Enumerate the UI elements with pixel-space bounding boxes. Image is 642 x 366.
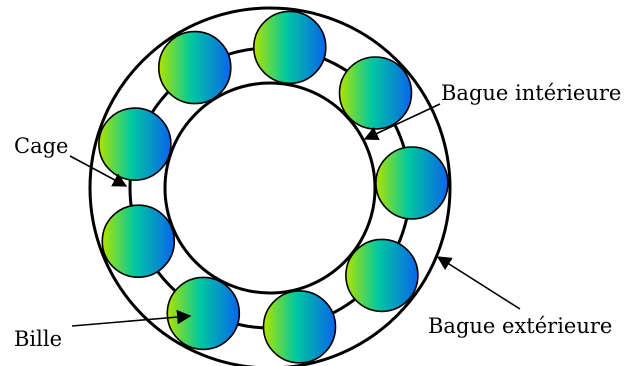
cage-arrow: [69, 155, 128, 187]
balls-group: [98, 10, 449, 364]
inner-ring: [163, 81, 377, 295]
ball: [345, 238, 419, 313]
cage-label: Cage: [14, 134, 68, 158]
inner-ring-label: Bague intérieure: [441, 81, 621, 105]
outer-ring: [88, 6, 452, 366]
ball: [158, 30, 232, 105]
ball: [252, 10, 327, 85]
inner-ring-arrow: [363, 103, 441, 141]
ball-arrow: [71, 309, 192, 327]
outer-ring-arrow: [436, 256, 521, 310]
outer-ring-label: Bague extérieure: [428, 314, 612, 338]
ball: [98, 107, 172, 181]
ball: [375, 146, 449, 220]
ball: [101, 204, 176, 278]
ball: [166, 276, 241, 351]
ball: [262, 290, 337, 364]
ball-label: Bille: [14, 327, 62, 351]
ball: [338, 56, 413, 130]
